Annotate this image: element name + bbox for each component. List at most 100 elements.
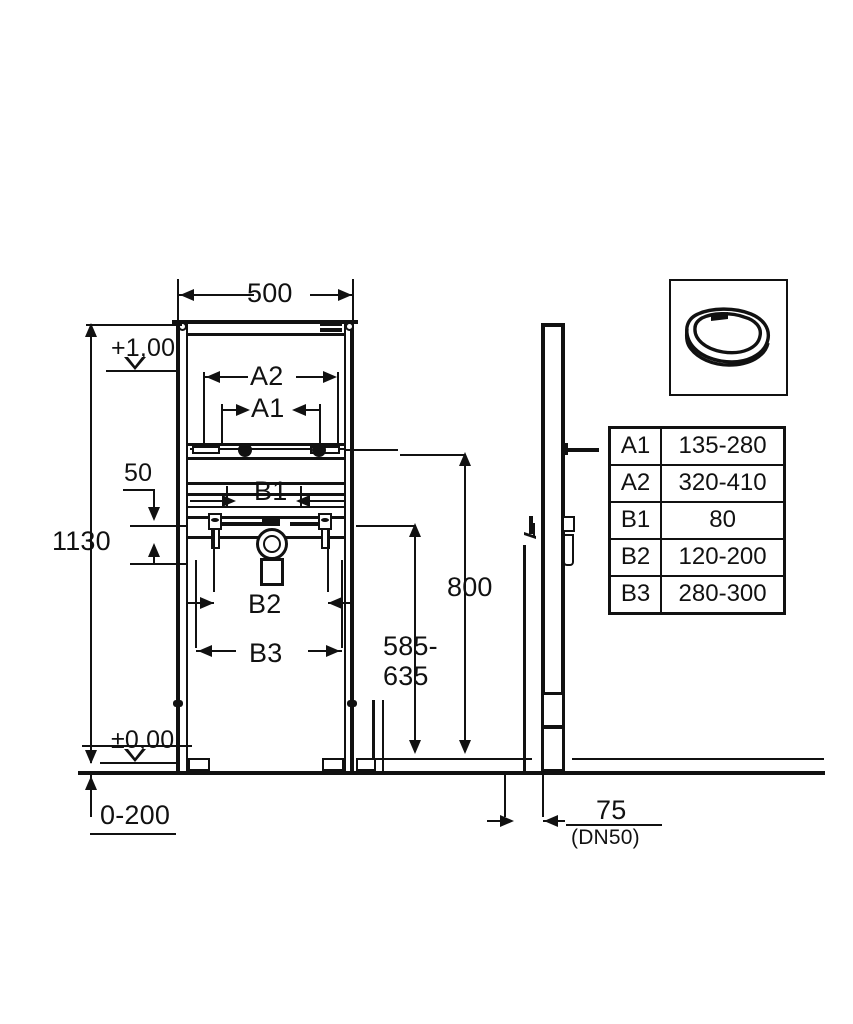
side-left-post (372, 700, 375, 772)
frame-post-right-outer (350, 320, 354, 770)
dim-line-500-left (178, 294, 254, 296)
side-outlet-box (541, 692, 565, 728)
tap-rail-bottom-edge (186, 457, 346, 460)
side-foot (356, 758, 376, 771)
level-line-floor (100, 762, 176, 764)
table-cell-key: B1 (608, 501, 663, 540)
dim-label-75: 75 (596, 795, 627, 825)
table-row: B1 80 (608, 501, 786, 540)
dim-line-50-vert (153, 489, 155, 510)
frame-post-left-inner (186, 320, 188, 770)
supply-pipe-left (222, 522, 264, 526)
water-connector-left-body (211, 528, 220, 549)
ext-line-500-right (352, 279, 354, 321)
leg-right-inner (344, 700, 346, 772)
tap-rail-nut-left (238, 443, 252, 457)
mid-bar-1 (186, 482, 346, 485)
table-row: B3 280-300 (608, 575, 786, 615)
level-label-floor: ±0,00 (111, 726, 175, 754)
ext-line-b3-right (341, 560, 343, 648)
arrow-a2-left (206, 371, 220, 383)
dim-line-b3-right (308, 650, 342, 652)
table-cell-value: 120-200 (660, 538, 786, 577)
floor-line-front-left (78, 771, 316, 775)
side-water-connector (562, 516, 575, 532)
dim-label-b1: B1 (254, 476, 288, 506)
dim-label-1130: 1130 (52, 526, 111, 556)
water-connector-right-port (321, 518, 329, 522)
table-cell-key: B3 (608, 575, 663, 615)
table-cell-value: 80 (660, 501, 786, 540)
table-cell-value: 320-410 (660, 464, 786, 503)
ext-line-a2-left (203, 372, 205, 446)
dim-label-500: 500 (247, 278, 293, 308)
dim-line-a2-right (296, 376, 324, 378)
ext-line-a2-right (337, 372, 339, 446)
dim-ext-50-bottom (130, 563, 188, 565)
side-outlet-pipe (541, 726, 565, 772)
side-tap-rail-mount (563, 443, 568, 455)
arrow-1130-bottom (85, 750, 97, 764)
ext-line-b1-left (226, 486, 228, 506)
dim-label-b2: B2 (248, 589, 282, 619)
leg-left-joint (173, 700, 183, 707)
foot-right (322, 758, 344, 771)
dim-label-585-635: 585- 635 (383, 631, 438, 692)
side-water-connector-body (563, 534, 574, 566)
dim-label-0-200: 0-200 (100, 800, 171, 830)
table-cell-value: 280-300 (660, 575, 786, 615)
leg-right-joint (347, 700, 357, 707)
mid-bar-2 (186, 493, 346, 496)
table-cell-key: B2 (608, 538, 663, 577)
dim-leader-50 (123, 489, 155, 491)
leg-left (176, 700, 180, 772)
dim-line-a1-right (300, 409, 320, 411)
arrow-b3-left (198, 645, 212, 657)
arrow-585-635-bottom (409, 740, 421, 754)
ext-line-75-left (504, 775, 506, 817)
dim-line-800 (464, 454, 466, 752)
arrow-b3-right (326, 645, 340, 657)
table-row: B2 120-200 (608, 538, 786, 577)
dim-underline-75 (566, 824, 662, 826)
ext-line-500-left (177, 279, 179, 321)
side-riser-mark (533, 523, 535, 537)
arrow-a2-right (323, 371, 337, 383)
level-label-top: +1,00 (111, 334, 176, 362)
ext-line-b2-left (213, 530, 215, 592)
tap-rail-slot (190, 448, 344, 450)
dim-line-a2-left (204, 376, 248, 378)
table-cell-key: A1 (608, 426, 663, 466)
arrow-b1-right (296, 495, 310, 507)
foot-left (188, 758, 210, 771)
arrow-b2-left (200, 597, 214, 609)
arrow-800-bottom (459, 740, 471, 754)
table-row: A2 320-410 (608, 464, 786, 503)
dim-line-a1-left (222, 409, 242, 411)
dim-ext-50-lower (130, 525, 188, 527)
dim-line-b1-right (302, 500, 344, 502)
supply-pipe-center-fitting (262, 517, 280, 526)
dim-line-1130 (90, 325, 92, 763)
table-cell-key: A2 (608, 464, 663, 503)
arrow-75-left (500, 815, 514, 827)
level-line-top (106, 370, 176, 372)
ext-line-800-top (400, 454, 466, 456)
arrow-b2-right (328, 597, 342, 609)
wall-line-side-right (572, 758, 824, 760)
ext-line-b2-right (327, 530, 329, 592)
dim-line-b1-left (190, 500, 226, 502)
dim-line-585-635 (414, 525, 416, 752)
ext-line-585-635-top (356, 525, 416, 527)
washbasin-pictogram-box (669, 279, 788, 396)
water-connector-right-body (321, 528, 330, 549)
leg-right (350, 700, 354, 772)
wall-line-side (372, 758, 532, 760)
drain-trap-inner (263, 535, 281, 553)
dim-line-500-right (310, 294, 353, 296)
dim-underline-0-200 (90, 833, 176, 835)
dim-label-a2: A2 (250, 361, 284, 391)
arrow-0-200-up (85, 776, 97, 790)
table-row: A1 135-280 (608, 426, 786, 466)
